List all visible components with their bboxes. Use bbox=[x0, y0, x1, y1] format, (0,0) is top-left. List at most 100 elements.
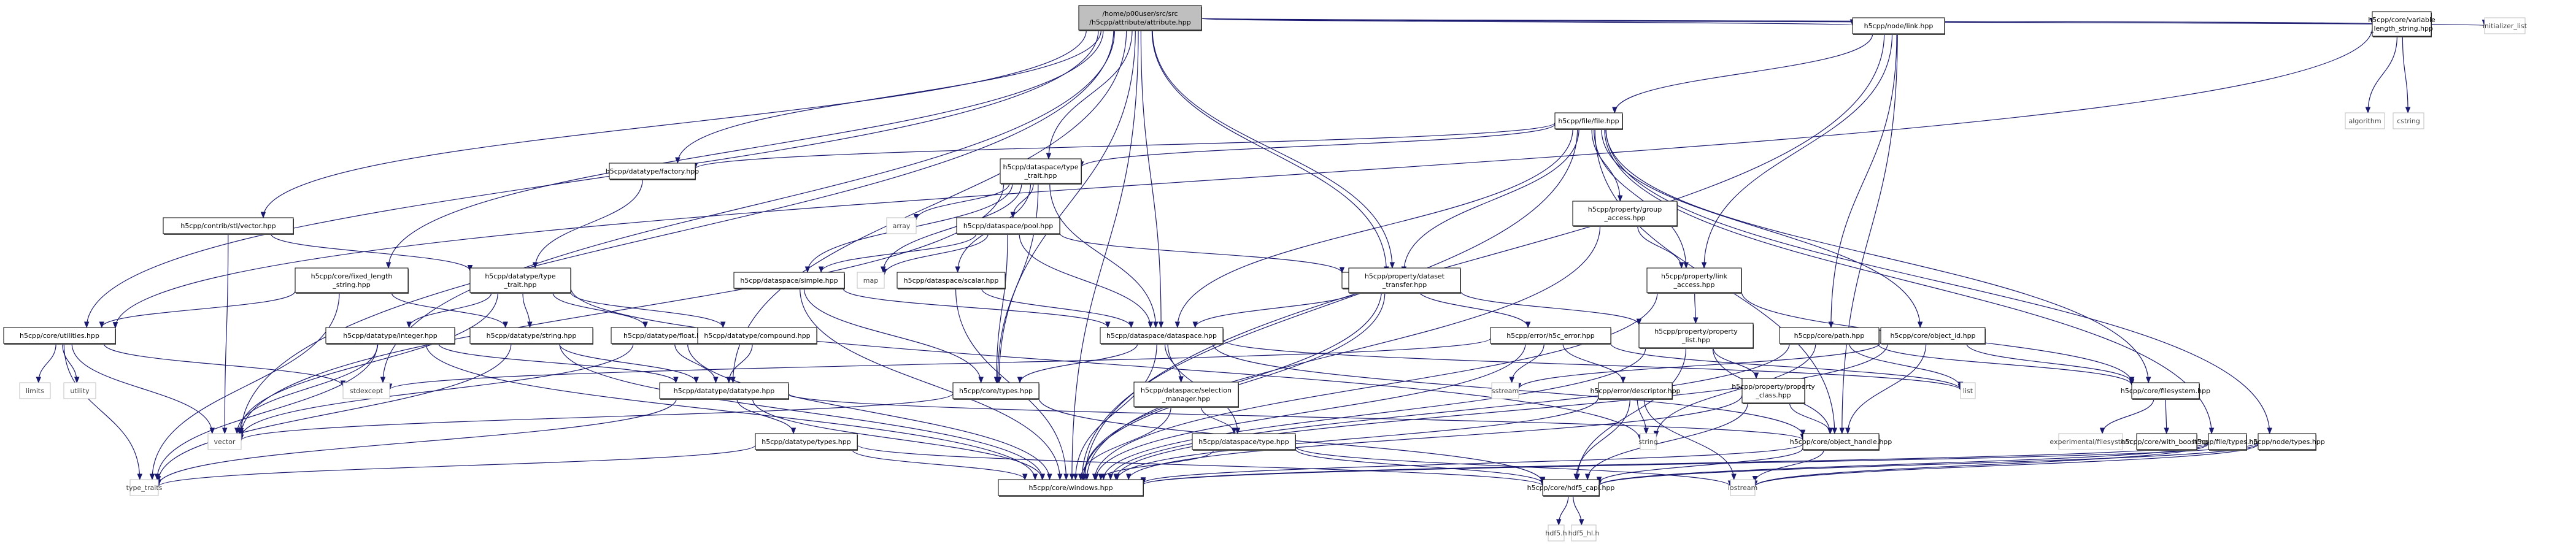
edge-attribute-to-dataspace_type_trait bbox=[1046, 29, 1133, 160]
edge-node_types-to-iostream bbox=[1752, 443, 2259, 488]
edge-file_file-to-error_error bbox=[1401, 128, 1579, 274]
edge-datatype_type_trait-to-vector bbox=[236, 292, 498, 435]
node-datatype-string[interactable]: h5cpp/datatype/string.hpp bbox=[469, 327, 593, 345]
node-node-types[interactable]: h5cpp/node/types.hpp bbox=[2249, 433, 2325, 451]
node-box bbox=[1000, 158, 1082, 184]
node-node-link[interactable]: h5cpp/node/link.hpp bbox=[1852, 17, 1945, 35]
node-label: _string.hpp bbox=[332, 281, 371, 289]
node-label: /home/p00user/src/src bbox=[1102, 10, 1178, 18]
edge-error_h5c_error-to-core_windows bbox=[1093, 343, 1526, 481]
node-label: list bbox=[1963, 387, 1973, 395]
node-dataspace-pool[interactable]: h5cpp/dataspace/pool.hpp bbox=[956, 217, 1060, 235]
edge-error_h5c_error-to-stdexcept bbox=[387, 338, 1491, 391]
node-property-property-list[interactable]: h5cpp/property/property_list.hpp bbox=[1638, 323, 1754, 349]
node-box bbox=[2258, 433, 2316, 450]
node-limits: limits bbox=[19, 382, 51, 399]
node-datatype-types[interactable]: h5cpp/datatype/types.hpp bbox=[755, 433, 858, 451]
node-label: h5cpp/error/descriptor.hpp bbox=[1590, 387, 1680, 395]
node-dataspace-type[interactable]: h5cpp/dataspace/type.hpp bbox=[1192, 433, 1296, 451]
node-error-descriptor[interactable]: h5cpp/error/descriptor.hpp bbox=[1590, 382, 1681, 400]
node-layer: /home/p00user/src/src/h5cpp/attribute/at… bbox=[3, 5, 2528, 542]
node-fixed-length-string[interactable]: h5cpp/core/fixed_length_string.hpp bbox=[295, 267, 409, 294]
node-label: h5cpp/datatype/float.hpp bbox=[623, 332, 709, 340]
edge-file_file-to-dataspace_type_trait bbox=[1078, 123, 1556, 169]
edge-node_link-to-file_file bbox=[1612, 33, 1873, 114]
edge-core_utilities-to-stdexcept bbox=[103, 343, 346, 388]
node-box bbox=[1741, 378, 1805, 404]
node-label: _trait.hpp bbox=[504, 281, 537, 289]
node-datatype-type-trait[interactable]: h5cpp/datatype/type_trait.hpp bbox=[469, 267, 571, 294]
edge-datatype_float-to-vector bbox=[238, 343, 634, 439]
node-file-file[interactable]: h5cpp/file/file.hpp bbox=[1554, 112, 1623, 130]
node-label: h5cpp/file/file.hpp bbox=[1558, 117, 1619, 125]
node-label: h5cpp/core/windows.hpp bbox=[1028, 484, 1113, 492]
node-dataspace-simple[interactable]: h5cpp/dataspace/simple.hpp bbox=[733, 272, 845, 289]
node-core-utilities[interactable]: h5cpp/core/utilities.hpp bbox=[3, 327, 116, 345]
edge-attribute-to-node_link bbox=[1201, 18, 1854, 26]
node-property-group-access[interactable]: h5cpp/property/group_access.hpp bbox=[1572, 201, 1678, 227]
edge-property_link_access-to-property_property_list bbox=[1693, 292, 1699, 324]
node-core-hdf5-capi[interactable]: h5cpp/core/hdf5_capi.hpp bbox=[1527, 479, 1615, 497]
node-core-with-boost[interactable]: h5cpp/core/with_boost.hpp bbox=[2121, 433, 2213, 451]
node-property-dataset-transfer[interactable]: h5cpp/property/dataset_transfer.hpp bbox=[1348, 267, 1461, 294]
node-datatype-datatype[interactable]: h5cpp/datatype/datatype.hpp bbox=[659, 382, 789, 400]
node-property-link-access[interactable]: h5cpp/property/link_access.hpp bbox=[1646, 267, 1742, 294]
edge-file_file-to-dataspace_dataspace bbox=[1174, 128, 1573, 329]
node-label: h5cpp/node/types.hpp bbox=[2249, 438, 2325, 446]
node-label: stdexcept bbox=[350, 387, 384, 395]
node-dataspace-selection-manager[interactable]: h5cpp/dataspace/selection_manager.hpp bbox=[1133, 381, 1239, 408]
node-box bbox=[2393, 112, 2424, 129]
edge-dataspace_simple-to-dataspace_dataspace bbox=[843, 288, 1111, 329]
node-datatype-compound[interactable]: h5cpp/datatype/compound.hpp bbox=[697, 327, 817, 345]
node-core-object-handle[interactable]: h5cpp/core/object_handle.hpp bbox=[1790, 433, 1892, 451]
node-label: h5cpp/core/variable bbox=[2368, 16, 2435, 24]
node-hdf5-h: hdf5.h bbox=[1545, 524, 1567, 542]
node-label: h5cpp/core/with_boost.hpp bbox=[2121, 438, 2213, 446]
node-box bbox=[1491, 382, 1519, 399]
node-label: h5cpp/property/link bbox=[1661, 272, 1728, 280]
node-core-filesystem[interactable]: h5cpp/core/filesystem.hpp bbox=[2121, 382, 2210, 400]
edge-file_file-to-property_link_access bbox=[1594, 128, 1689, 269]
node-dataspace-type-trait[interactable]: h5cpp/dataspace/type_trait.hpp bbox=[1000, 158, 1082, 185]
node-box bbox=[295, 267, 409, 293]
node-file-types[interactable]: h5cpp/file/types.hpp bbox=[2193, 433, 2262, 451]
edge-file_types-to-core_hdf5_capi bbox=[1596, 442, 2209, 486]
node-core-types[interactable]: h5cpp/core/types.hpp bbox=[952, 382, 1039, 400]
node-label: utility bbox=[70, 387, 90, 395]
edge-file_file-to-core_windows bbox=[1079, 128, 1578, 481]
edge-file_file-to-core_object_id bbox=[1601, 128, 1923, 329]
edge-dataspace_type_trait-to-dataspace_dataspace bbox=[1049, 183, 1159, 329]
node-datatype-integer[interactable]: h5cpp/datatype/integer.hpp bbox=[325, 327, 455, 345]
node-dataspace-dataspace[interactable]: h5cpp/dataspace/dataspace.hpp bbox=[1100, 327, 1224, 345]
node-core-path[interactable]: h5cpp/core/path.hpp bbox=[1779, 327, 1880, 345]
node-label: h5cpp/node/link.hpp bbox=[1864, 22, 1934, 30]
edge-datatype_string-to-core_windows bbox=[559, 343, 1046, 481]
node-attribute[interactable]: /home/p00user/src/src/h5cpp/attribute/at… bbox=[1078, 5, 1202, 31]
node-datatype-factory[interactable]: h5cpp/datatype/factory.hpp bbox=[606, 163, 699, 180]
node-core-windows[interactable]: h5cpp/core/windows.hpp bbox=[998, 479, 1144, 497]
node-box bbox=[1548, 524, 1565, 542]
edge-file_file-to-core_filesystem bbox=[1605, 128, 2151, 384]
node-error-h5c-error[interactable]: h5cpp/error/h5c_error.hpp bbox=[1490, 327, 1611, 345]
node-core-object-id[interactable]: h5cpp/core/object_id.hpp bbox=[1880, 327, 1986, 345]
node-label: map bbox=[863, 277, 878, 285]
node-label: /h5cpp/attribute/attribute.hpp bbox=[1089, 18, 1191, 26]
edge-core_object_handle-to-iostream bbox=[1752, 449, 1824, 483]
node-dataspace-scalar[interactable]: h5cpp/dataspace/scalar.hpp bbox=[897, 272, 1006, 289]
node-variable-length-string[interactable]: h5cpp/core/variable_length_string.hpp bbox=[2368, 11, 2435, 37]
node-contrib-stl-vector[interactable]: h5cpp/contrib/stl/vector.hpp bbox=[163, 217, 294, 235]
node-box bbox=[342, 382, 390, 399]
node-label: sstream bbox=[1492, 387, 1519, 395]
node-box bbox=[733, 272, 845, 289]
node-box bbox=[1646, 267, 1742, 293]
edge-datatype_factory-to-datatype_type_trait bbox=[532, 178, 643, 269]
node-label: h5cpp/property/dataset bbox=[1365, 272, 1445, 280]
edge-property_group_access-to-property_link_access bbox=[1637, 225, 1684, 269]
node-label: h5cpp/core/path.hpp bbox=[1794, 332, 1865, 340]
edge-attribute-to-dataspace_dataspace bbox=[1140, 29, 1164, 329]
edge-datatype_float-to-core_windows bbox=[687, 343, 1052, 481]
node-label: _manager.hpp bbox=[1162, 395, 1210, 403]
edge-core_object_id-to-core_object_handle bbox=[1845, 343, 1927, 435]
node-property-property-class[interactable]: h5cpp/property/property_class.hpp bbox=[1732, 378, 1815, 404]
edge-dataspace_type-to-iostream bbox=[1295, 446, 1733, 488]
